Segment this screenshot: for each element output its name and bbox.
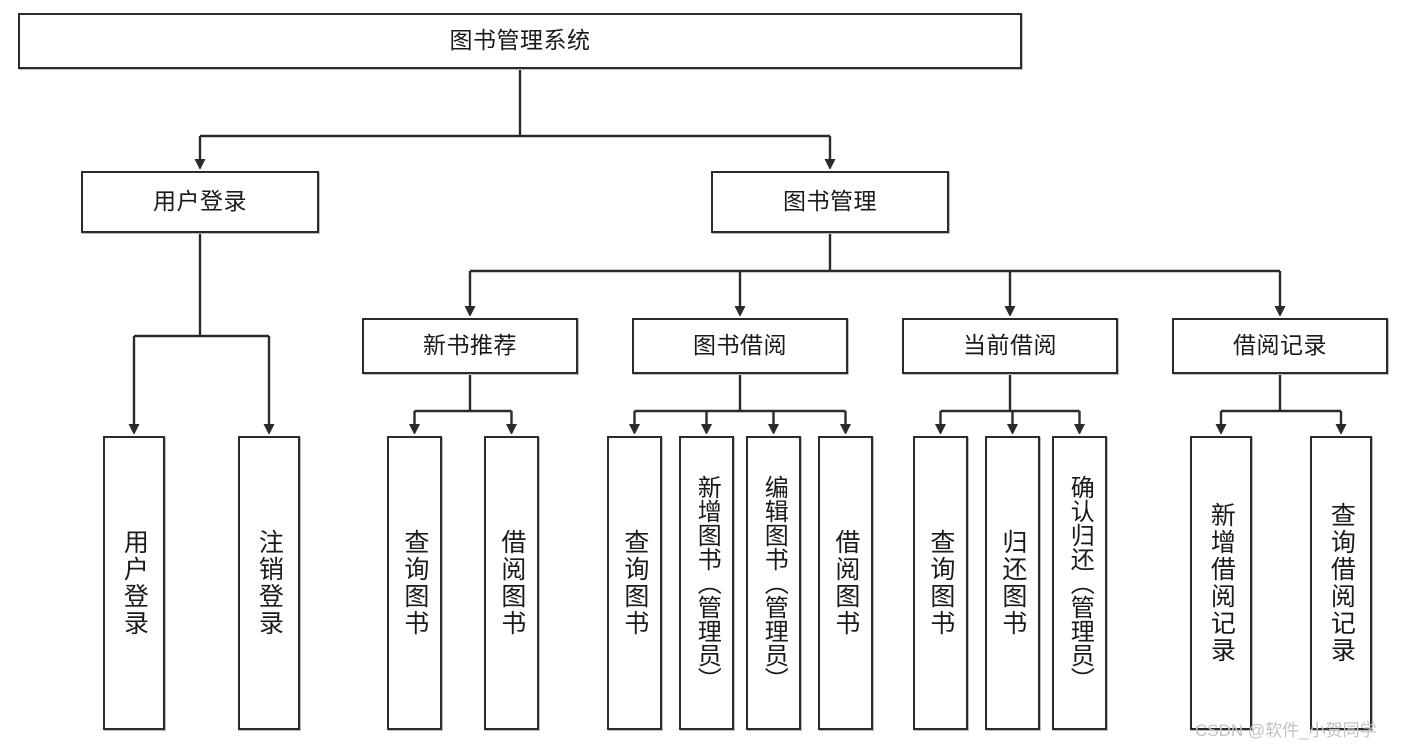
node-level2-0[interactable]: 用户登录 bbox=[81, 171, 319, 233]
node-label: 新增图书（管理员） bbox=[693, 475, 721, 691]
node-label: 当前借阅 bbox=[963, 332, 1057, 359]
node-level3-2[interactable]: 当前借阅 bbox=[902, 318, 1118, 374]
watermark: CSDN @软件_小贺同学 bbox=[1195, 721, 1377, 740]
node-leaf-7[interactable]: 借阅图书 bbox=[818, 436, 873, 730]
node-label: 新增借阅记录 bbox=[1207, 502, 1236, 664]
node-label: 借阅记录 bbox=[1233, 332, 1327, 359]
node-label: 借阅图书 bbox=[497, 529, 526, 637]
node-label: 确认归还（管理员） bbox=[1066, 475, 1094, 691]
node-leaf-10[interactable]: 确认归还（管理员） bbox=[1052, 436, 1107, 730]
node-leaf-0[interactable]: 用户登录 bbox=[103, 436, 165, 730]
node-label: 查询图书 bbox=[926, 529, 955, 637]
node-leaf-1[interactable]: 注销登录 bbox=[238, 436, 300, 730]
node-label: 用户登录 bbox=[120, 529, 149, 637]
node-leaf-4[interactable]: 查询图书 bbox=[607, 436, 662, 730]
node-leaf-3[interactable]: 借阅图书 bbox=[484, 436, 539, 730]
node-label: 归还图书 bbox=[998, 529, 1027, 637]
node-label: 图书管理 bbox=[783, 188, 877, 215]
node-label: 编辑图书（管理员） bbox=[760, 475, 788, 691]
node-label: 用户登录 bbox=[153, 188, 247, 215]
node-label: 新书推荐 bbox=[423, 332, 517, 359]
node-level3-0[interactable]: 新书推荐 bbox=[362, 318, 578, 374]
node-root[interactable]: 图书管理系统 bbox=[18, 13, 1022, 69]
node-label: 图书借阅 bbox=[693, 332, 787, 359]
node-leaf-6[interactable]: 编辑图书（管理员） bbox=[746, 436, 801, 730]
node-level2-1[interactable]: 图书管理 bbox=[711, 171, 949, 233]
node-label: 借阅图书 bbox=[831, 529, 860, 637]
node-leaf-9[interactable]: 归还图书 bbox=[985, 436, 1040, 730]
node-label: 图书管理系统 bbox=[449, 27, 591, 54]
node-label: 查询借阅记录 bbox=[1327, 502, 1356, 664]
node-label: 查询图书 bbox=[400, 529, 429, 637]
node-leaf-2[interactable]: 查询图书 bbox=[387, 436, 442, 730]
node-label: 注销登录 bbox=[255, 529, 284, 637]
node-label: 查询图书 bbox=[620, 529, 649, 637]
node-level3-1[interactable]: 图书借阅 bbox=[632, 318, 848, 374]
node-level3-3[interactable]: 借阅记录 bbox=[1172, 318, 1388, 374]
node-leaf-8[interactable]: 查询图书 bbox=[913, 436, 968, 730]
node-leaf-11[interactable]: 新增借阅记录 bbox=[1190, 436, 1252, 730]
node-leaf-12[interactable]: 查询借阅记录 bbox=[1310, 436, 1372, 730]
node-leaf-5[interactable]: 新增图书（管理员） bbox=[679, 436, 734, 730]
